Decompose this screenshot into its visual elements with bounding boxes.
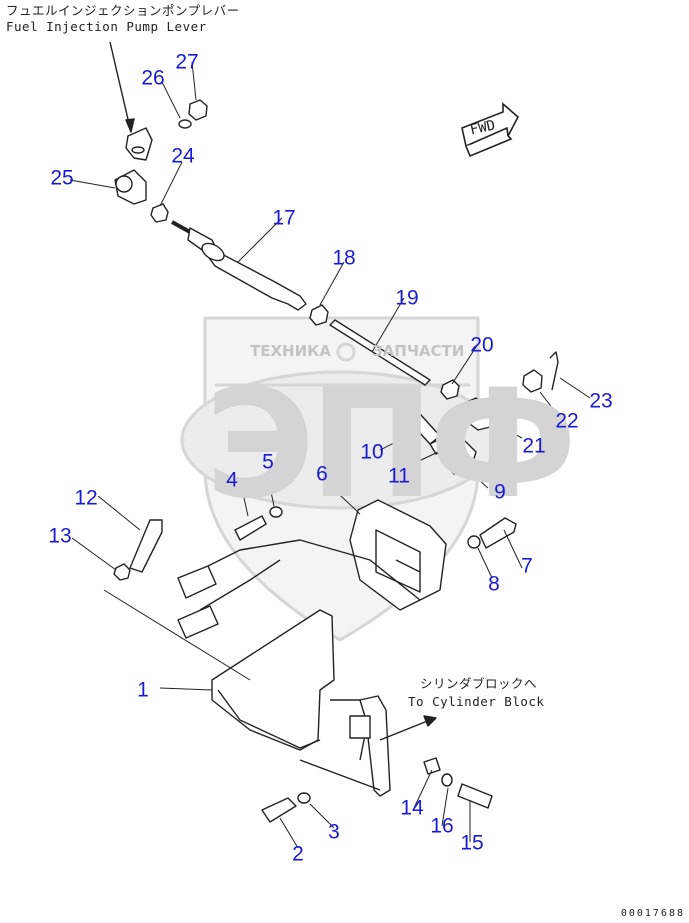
- callout-7: 7: [521, 554, 533, 578]
- part-10-bolt: [407, 413, 441, 445]
- pump-lever-note-jp: フュエルインジェクションポンプレバー: [6, 3, 240, 18]
- part-12-bolt: [129, 519, 163, 573]
- part-19-rod: [329, 319, 431, 386]
- part-26-washer: [178, 119, 192, 129]
- callout-14: 14: [400, 796, 424, 820]
- callout-23: 23: [589, 389, 613, 413]
- callout-20: 20: [470, 333, 494, 357]
- callout-13: 13: [48, 524, 72, 548]
- callout-24: 24: [171, 144, 195, 168]
- callout-5: 5: [262, 450, 274, 474]
- callout-16: 16: [430, 814, 454, 838]
- drawing-reference-number: 00017688: [620, 908, 685, 919]
- callout-22: 22: [555, 409, 579, 433]
- callout-1: 1: [137, 678, 149, 702]
- part-22-nut: [522, 369, 543, 393]
- part-15-bolt: [457, 783, 493, 809]
- part-13-nut: [113, 563, 131, 581]
- callout-25: 25: [50, 166, 74, 190]
- callout-17: 17: [272, 206, 296, 230]
- part-17-cable: [187, 227, 307, 311]
- callout-12: 12: [74, 486, 98, 510]
- watermark-right-text: ЗАПЧАСТИ: [372, 342, 465, 360]
- callout-4: 4: [226, 468, 238, 492]
- part-14-clip: [423, 757, 441, 775]
- cylinder-block-note-jp: シリンダブロックへ: [420, 676, 538, 691]
- callout-6: 6: [316, 462, 328, 486]
- callout-8: 8: [488, 572, 500, 596]
- part-17-cable-rod: [171, 220, 191, 234]
- wiring-harness: [199, 539, 421, 601]
- part-1-bracket: [211, 609, 335, 751]
- right-bracket: [359, 695, 391, 797]
- part-16-washer: [441, 773, 453, 787]
- part-4-bolt: [234, 515, 267, 541]
- cylinder-block-note-en: To Cylinder Block: [408, 694, 545, 709]
- callout-15: 15: [460, 831, 484, 855]
- callout-3: 3: [328, 820, 340, 844]
- part-8-washer: [467, 535, 481, 549]
- callout-10: 10: [360, 440, 384, 464]
- fwd-arrow-icon: [461, 102, 520, 158]
- part-27-nut: [188, 99, 208, 121]
- callout-2: 2: [292, 842, 304, 866]
- cylinder-block-leader: [379, 719, 431, 741]
- bracket-block: [349, 715, 371, 739]
- part-24-nut: [150, 203, 169, 223]
- part-23-pin: [549, 351, 559, 391]
- callout-21: 21: [522, 434, 546, 458]
- callout-11: 11: [388, 464, 410, 488]
- connector-b: [177, 605, 219, 639]
- connector-a: [177, 565, 217, 599]
- watermark-big-text: ЭПФ: [205, 358, 577, 532]
- callout-9: 9: [494, 480, 506, 504]
- pump-lever-note-en: Fuel Injection Pump Lever: [6, 19, 207, 34]
- part-21-rod-end: [459, 397, 495, 431]
- part-26-lever: [125, 127, 153, 161]
- callout-18: 18: [332, 246, 356, 270]
- watermark-left-text: ТЕХНИКА: [250, 342, 332, 360]
- part-7-bolt: [479, 517, 517, 549]
- callout-19: 19: [395, 286, 419, 310]
- pump-lever-leader: [109, 41, 131, 129]
- part-5-washer: [269, 506, 283, 518]
- part-3-washer: [297, 792, 311, 804]
- part-18-nut: [309, 304, 329, 326]
- watermark-shield: [180, 316, 500, 642]
- callout-26: 26: [141, 66, 165, 90]
- part-20-nut: [440, 379, 460, 400]
- part-2-bolt: [261, 797, 297, 823]
- callout-27: 27: [175, 50, 199, 74]
